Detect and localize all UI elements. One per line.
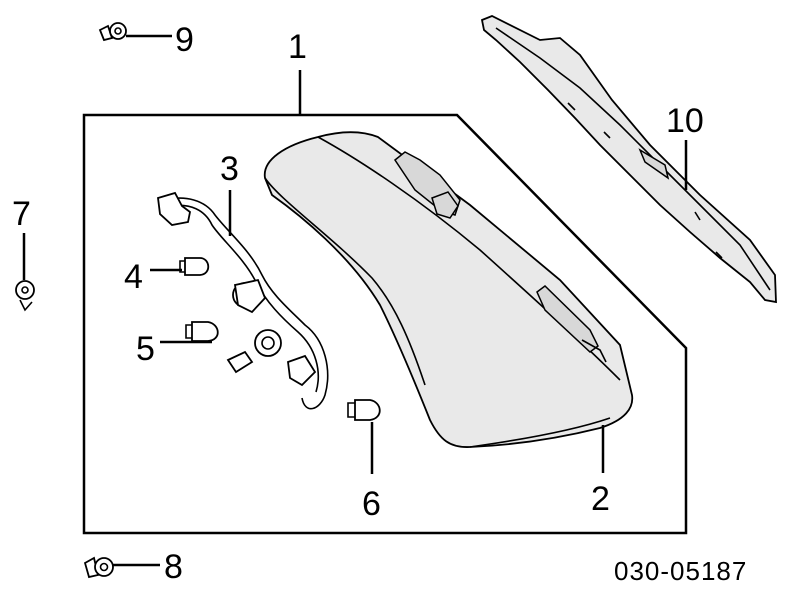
socket-harness-drawing (157, 191, 329, 410)
callout-8: 8 (164, 548, 183, 586)
trim-panel-drawing (480, 15, 777, 304)
screw-8-drawing (83, 556, 114, 579)
diagram-code: 030-05187 (614, 556, 747, 586)
callout-1: 1 (288, 28, 307, 66)
callout-6: 6 (362, 485, 381, 523)
grommet-7-drawing (15, 280, 35, 312)
callout-7: 7 (12, 195, 31, 233)
lamp-housing-drawing (264, 131, 634, 448)
screw-9-drawing (98, 22, 127, 42)
callout-4: 4 (124, 258, 143, 296)
callout-10: 10 (666, 102, 704, 140)
bulb-6-drawing (347, 399, 381, 421)
callout-3: 3 (220, 150, 239, 188)
callout-2: 2 (591, 480, 610, 518)
assembly-outline-box (82, 113, 688, 535)
bulb-5-drawing (185, 321, 219, 342)
callout-9: 9 (175, 21, 194, 59)
bulb-4-drawing (179, 257, 210, 276)
callout-5: 5 (136, 330, 155, 368)
